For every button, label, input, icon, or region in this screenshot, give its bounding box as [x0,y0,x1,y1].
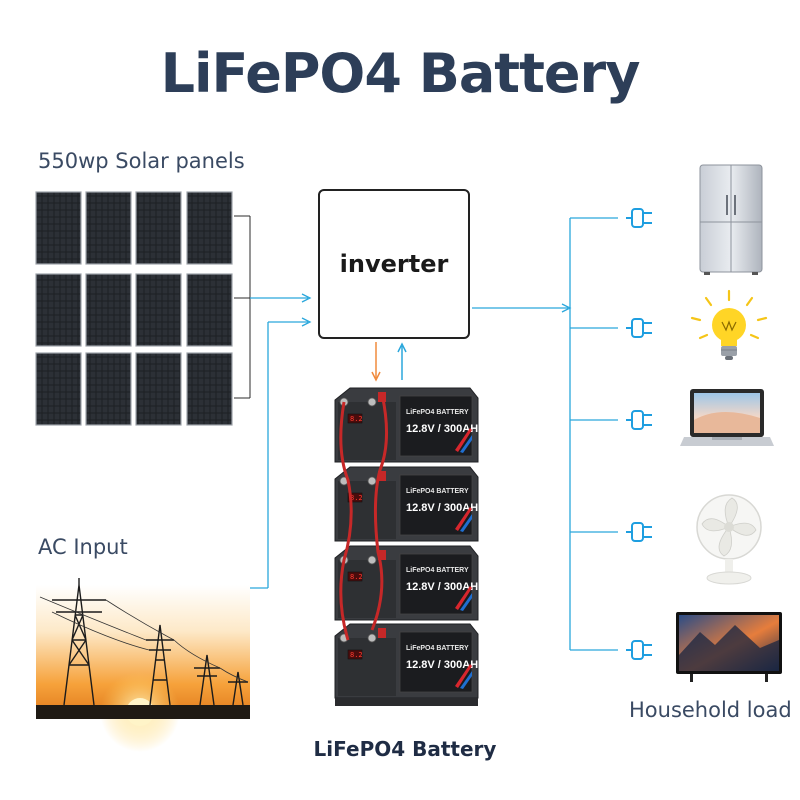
plug-icon [626,208,652,228]
inverter-to-battery-arrow [371,342,381,382]
television-icon [676,612,782,682]
battery-display-text: 8.2 [350,494,363,502]
battery-spec-text: 12.8V / 300AH [406,502,478,514]
household-load-label: Household load [629,698,792,722]
ac-input-scene [36,578,250,752]
battery-base [335,698,478,706]
plug-icon [626,318,652,338]
battery-brand-text: LiFePO4 BATTERY [406,409,469,416]
battery-cables [339,393,389,641]
solar-panel [35,352,82,426]
solar-panels-label: 550wp Solar panels [38,149,245,173]
battery-module: LiFePO4 BATTERY 12.8V / 300AH 8.2 [334,545,479,621]
battery-display-text: 8.2 [350,573,363,581]
battery-brand-text: LiFePO4 BATTERY [406,645,469,652]
solar-to-inverter-line [250,293,312,303]
solar-panel [85,273,132,347]
power-pylon-icon [52,578,248,706]
solar-panel-array [35,191,233,426]
solar-panel [85,191,132,265]
solar-panel [135,273,182,347]
ac-input-label: AC Input [38,535,128,559]
plug-icon [626,410,652,430]
solar-panel [186,352,233,426]
battery-module: LiFePO4 BATTERY 12.8V / 300AH 8.2 [334,466,479,542]
battery-spec-text: 12.8V / 300AH [406,581,478,593]
laptop-icon [680,389,774,446]
battery-display-text: 8.2 [350,651,363,659]
solar-panel [186,273,233,347]
solar-panel [35,191,82,265]
household-bus [472,217,618,651]
battery-brand-text: LiFePO4 BATTERY [406,567,469,574]
plug-group [626,208,652,660]
battery-spec-text: 12.8V / 300AH [406,659,478,671]
solar-panel [135,352,182,426]
solar-wiring [234,215,251,399]
battery-module: LiFePO4 BATTERY 12.8V / 300AH 8.2 [334,623,479,699]
light-bulb-icon [690,289,768,360]
solar-panel [135,191,182,265]
plug-icon [626,522,652,542]
page-title: LiFePO4 Battery [160,42,641,105]
inverter-label: inverter [339,250,449,278]
battery-display-text: 8.2 [350,415,363,423]
solar-panel [35,273,82,347]
solar-panel [186,191,233,265]
fan-icon [696,494,762,585]
battery-module: LiFePO4 BATTERY 12.8V / 300AH 8.2 [334,387,479,463]
battery-caption: LiFePO4 Battery [313,737,497,761]
battery-spec-text: 12.8V / 300AH [406,423,478,435]
battery-to-inverter-arrow [397,342,407,380]
power-lines [39,596,249,683]
refrigerator-icon [699,164,763,275]
battery-brand-text: LiFePO4 BATTERY [406,488,469,495]
solar-panel [85,352,132,426]
plug-icon [626,640,652,660]
inverter-box: inverter [318,189,470,339]
